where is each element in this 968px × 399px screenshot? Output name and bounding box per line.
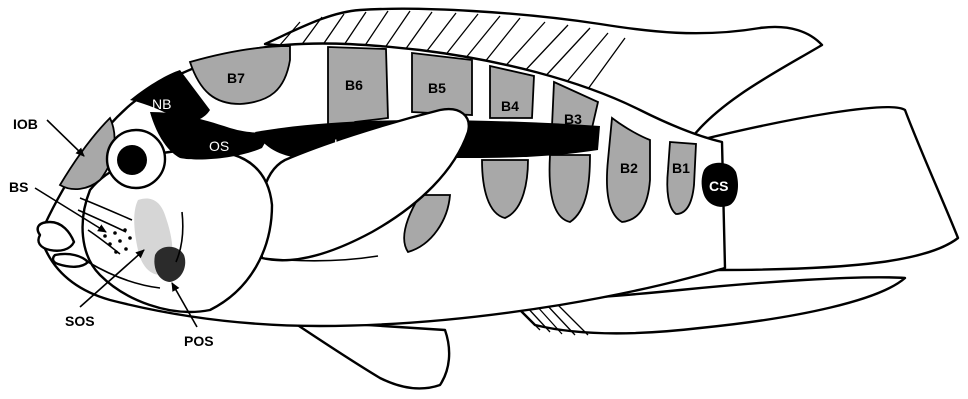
label-bs: BS <box>9 179 28 195</box>
label-sos: SOS <box>65 313 95 329</box>
label-b7: B7 <box>227 70 245 86</box>
label-os: OS <box>209 138 229 154</box>
label-nb: NB <box>152 96 171 112</box>
label-cs: CS <box>709 178 728 194</box>
label-b1: B1 <box>672 160 690 176</box>
label-pos: POS <box>184 333 214 349</box>
label-b2: B2 <box>620 160 638 176</box>
label-b4: B4 <box>501 98 519 114</box>
label-iob: IOB <box>13 116 38 132</box>
label-b6: B6 <box>345 77 363 93</box>
pelvic-fin <box>290 320 449 389</box>
pupil <box>117 145 147 175</box>
label-lb: LB <box>334 136 351 152</box>
label-b5: B5 <box>428 80 446 96</box>
label-b3: B3 <box>564 111 582 127</box>
iob-arrow <box>47 120 84 156</box>
